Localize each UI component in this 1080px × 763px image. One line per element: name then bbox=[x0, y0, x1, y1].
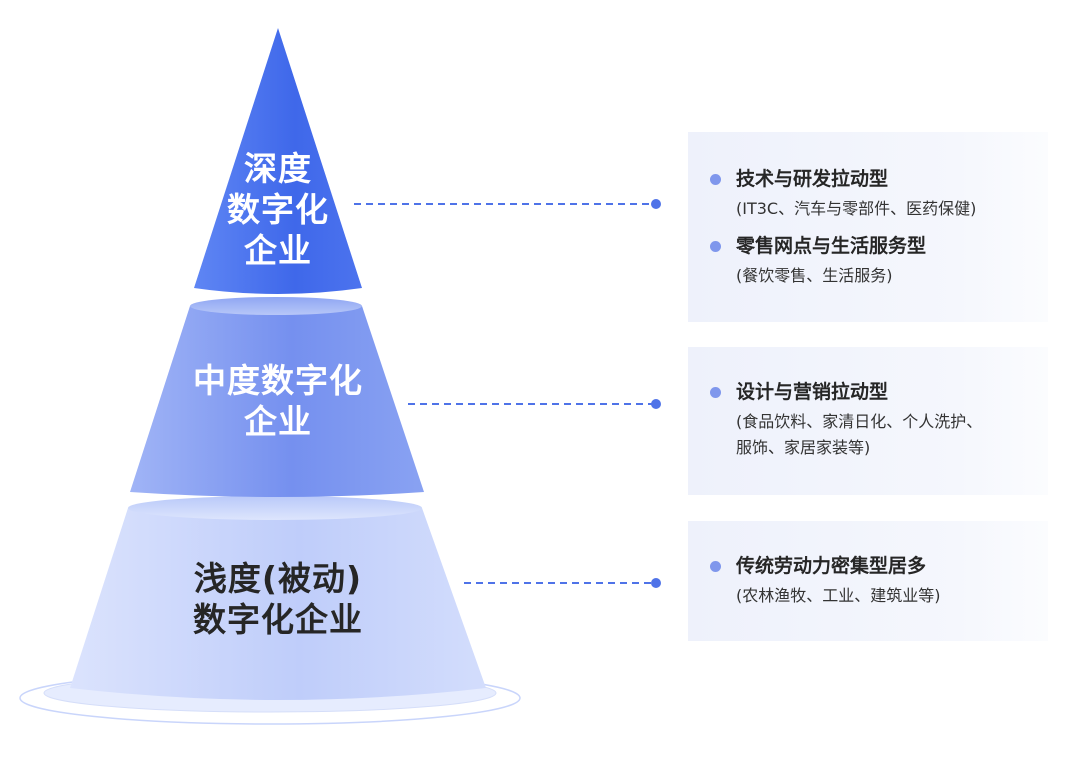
item-desc: (餐饮零售、生活服务) bbox=[736, 266, 893, 285]
bullet-dot bbox=[710, 241, 721, 252]
tier-mid-shape bbox=[130, 306, 424, 497]
item-title: 技术与研发拉动型 bbox=[736, 168, 889, 190]
item-title: 设计与营销拉动型 bbox=[736, 381, 889, 403]
tier-top-line-3: 企业 bbox=[244, 231, 312, 270]
connector-mid-dot bbox=[651, 399, 661, 409]
item-desc: 服饰、家居家装等) bbox=[736, 438, 871, 457]
connector-top-dot bbox=[651, 199, 661, 209]
bullet-dot bbox=[710, 174, 721, 185]
bullet-dot bbox=[710, 561, 721, 572]
panel-deep-item-1: 技术与研发拉动型 (IT3C、汽车与零部件、医药保健) bbox=[710, 166, 976, 222]
tier-top-line-1: 深度 bbox=[244, 149, 312, 188]
panel-shallow-item-1: 传统劳动力密集型居多 (农林渔牧、工业、建筑业等) bbox=[710, 553, 941, 609]
panel-deep-item-2: 零售网点与生活服务型 (餐饮零售、生活服务) bbox=[710, 233, 926, 289]
item-desc: (农林渔牧、工业、建筑业等) bbox=[736, 586, 941, 605]
tier-top-label: 深度 数字化 企业 bbox=[200, 148, 356, 271]
connector-base-dot bbox=[651, 578, 661, 588]
tier-base-line-2: 数字化企业 bbox=[193, 600, 363, 639]
tier-mid-cap bbox=[190, 297, 362, 315]
tier-base-line-1: 浅度(被动) bbox=[193, 559, 363, 598]
item-desc: (食品饮料、家清日化、个人洗护、 bbox=[736, 412, 983, 431]
item-desc: (IT3C、汽车与零部件、医药保健) bbox=[736, 199, 977, 218]
panel-shallow: 传统劳动力密集型居多 (农林渔牧、工业、建筑业等) bbox=[688, 521, 1048, 641]
tier-base-shape bbox=[70, 508, 486, 700]
item-title: 零售网点与生活服务型 bbox=[736, 235, 927, 257]
panel-medium: 设计与营销拉动型 (食品饮料、家清日化、个人洗护、 服饰、家居家装等) bbox=[688, 347, 1048, 495]
tier-mid-line-1: 中度数字化 bbox=[193, 361, 363, 400]
tier-base-cap bbox=[128, 496, 422, 520]
panel-deep: 技术与研发拉动型 (IT3C、汽车与零部件、医药保健) 零售网点与生活服务型 (… bbox=[688, 132, 1048, 322]
tier-top-shape bbox=[194, 28, 362, 294]
tier-base-label: 浅度(被动) 数字化企业 bbox=[120, 558, 436, 640]
item-title: 传统劳动力密集型居多 bbox=[736, 555, 927, 577]
panel-medium-item-1: 设计与营销拉动型 (食品饮料、家清日化、个人洗护、 服饰、家居家装等) bbox=[710, 379, 982, 461]
tier-top-line-2: 数字化 bbox=[227, 190, 329, 229]
bullet-dot bbox=[710, 387, 721, 398]
tier-mid-label: 中度数字化 企业 bbox=[150, 360, 406, 442]
tier-mid-line-2: 企业 bbox=[244, 402, 312, 441]
